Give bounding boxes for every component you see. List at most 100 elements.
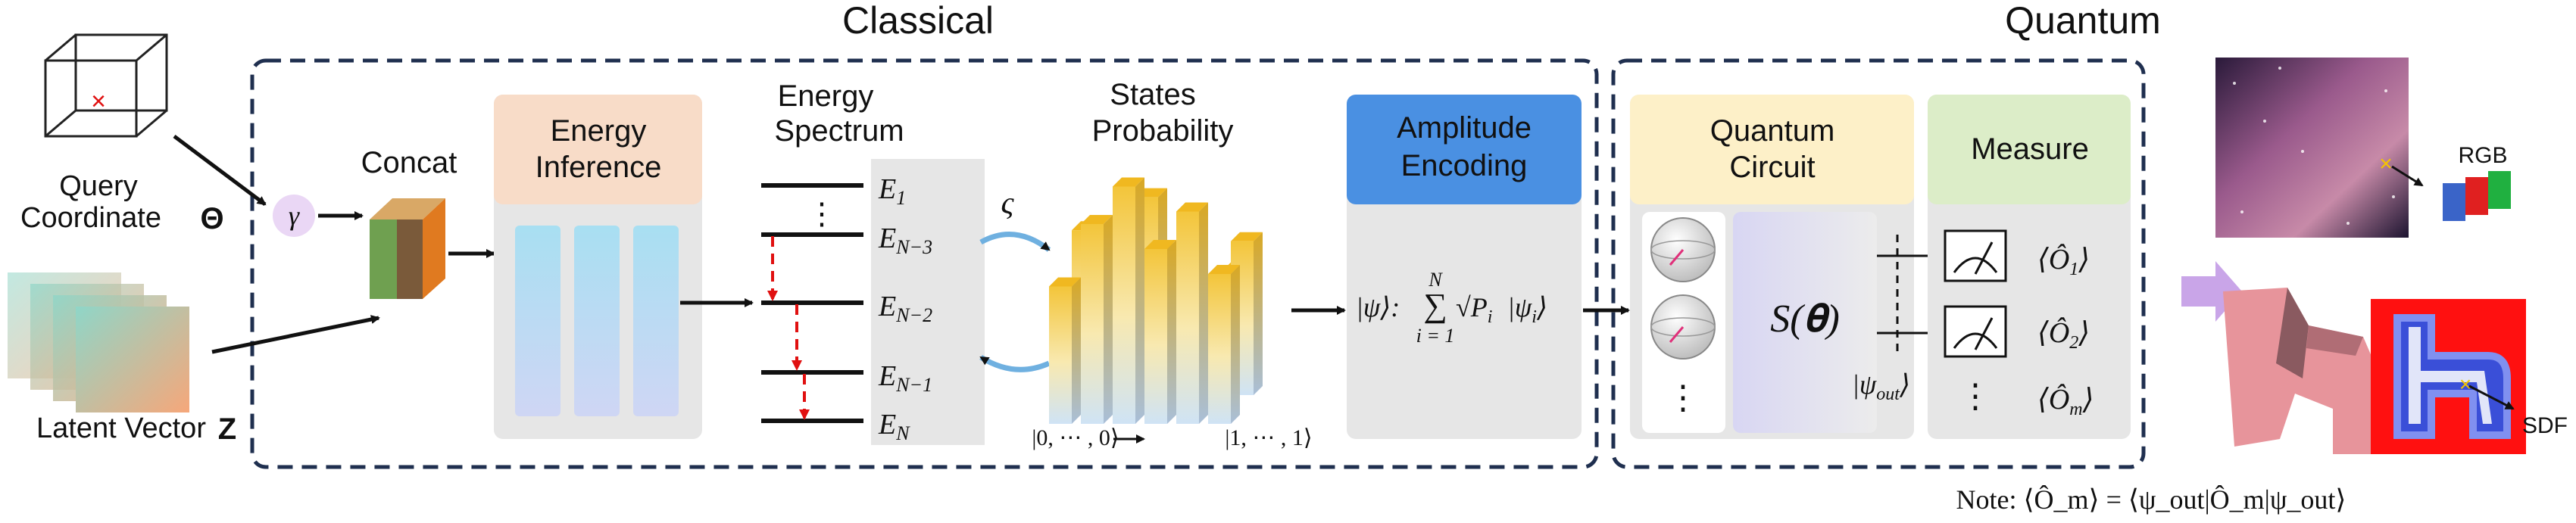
- latent-vector-icon: [8, 272, 189, 412]
- measure-vdots: ⋮: [1959, 378, 1992, 415]
- probability-bar: [1144, 249, 1167, 424]
- svg-text:|ψ⟩:: |ψ⟩:: [1356, 292, 1400, 322]
- probability-bar: [1049, 286, 1072, 424]
- s-theta-label: S(𝛉): [1770, 297, 1840, 341]
- bloch-sphere-icon: [1650, 294, 1716, 360]
- query-symbol: Θ: [200, 202, 223, 235]
- energy-dots: ⋮: [807, 197, 837, 231]
- curved-arrow-to-spectrum: [979, 355, 1051, 372]
- probability-bar-side: [1072, 277, 1081, 424]
- gamma-symbol: γ: [289, 201, 300, 231]
- probability-bar-top: [1208, 265, 1240, 274]
- query-label-line1: Query: [59, 170, 137, 202]
- query-cube-icon: [44, 33, 168, 138]
- probability-bar-top: [1081, 215, 1113, 224]
- quantum-title: Quantum: [2005, 0, 2161, 42]
- sdf-label: SDF: [2522, 413, 2568, 438]
- query-point-marker: ×: [91, 87, 106, 116]
- varsigma-symbol: ς: [1001, 186, 1014, 221]
- gamma-bubble: [273, 195, 315, 237]
- bloch-sphere-icon: [1650, 217, 1716, 282]
- svg-text:EN: EN: [878, 409, 910, 444]
- probability-bar: [1176, 211, 1199, 424]
- arrow-sdf-to-label: [2468, 384, 2515, 410]
- arrow-nebula-to-rgb: [2391, 165, 2424, 187]
- concat-label: Concat: [361, 146, 457, 179]
- states-probability-title-line1: States: [1110, 78, 1195, 111]
- svg-text:N: N: [1428, 269, 1443, 291]
- svg-text:EN−3: EN−3: [878, 223, 932, 258]
- probability-bar-top: [1049, 277, 1081, 287]
- s-theta-block: [1733, 212, 1877, 433]
- amplitude-encoding-formula: |ψ⟩: N ∑ i = 1 √Pi |ψi⟩: [1356, 269, 1547, 347]
- svg-text:E1: E1: [878, 173, 906, 209]
- measure-title: Measure: [1971, 132, 2089, 166]
- energy-spectrum-label-panel: [871, 159, 985, 445]
- nebula-render-image: [2215, 58, 2409, 238]
- nebula-query-marker: ×: [2379, 151, 2393, 176]
- arrow-latent-to-concat: [211, 315, 380, 354]
- energy-level-labels: E1 EN−3 EN−2 EN−1 EN: [878, 173, 932, 444]
- svg-text:⟨Ô2⟩: ⟨Ô2⟩: [2037, 317, 2090, 353]
- probability-bar: [1113, 186, 1135, 424]
- latent-label: Latent Vector: [36, 412, 206, 444]
- observables: ⟨Ô1⟩ ⟨Ô2⟩ ⟨Ôm⟩: [2037, 244, 2094, 419]
- states-probability-bars: [1049, 177, 1263, 424]
- chair-shape-icon: [2223, 288, 2384, 454]
- rgb-cube-icon: [2443, 171, 2511, 221]
- curved-arrow-to-states: [979, 232, 1051, 252]
- qubit-vdots: ⋮: [1666, 379, 1700, 416]
- energy-inference-title-line1: Energy: [551, 114, 647, 148]
- classical-title: Classical: [842, 0, 994, 42]
- probability-bar-side: [1135, 177, 1144, 424]
- quantum-circuit-title-line1: Quantum: [1710, 114, 1835, 148]
- meter-icon: [1944, 229, 2007, 282]
- probability-bar: [1208, 274, 1231, 424]
- energy-level-lines: [761, 183, 863, 423]
- latent-symbol: Z: [218, 412, 236, 446]
- probability-bar-side: [1199, 202, 1208, 424]
- svg-text:EN−2: EN−2: [878, 291, 932, 326]
- energy-spectrum-title-line1: Energy: [778, 79, 874, 113]
- svg-text:⟨Ô1⟩: ⟨Ô1⟩: [2037, 244, 2090, 279]
- quantum-circuit-header: [1630, 95, 1914, 204]
- svg-text:∑: ∑: [1423, 287, 1447, 324]
- quantum-circuit-title-line2: Circuit: [1729, 151, 1815, 184]
- probability-bar-top: [1144, 240, 1176, 249]
- classical-section-border: [250, 58, 1599, 469]
- sdf-query-marker: ×: [2459, 372, 2471, 396]
- note-text: Note: ⟨Ô_m⟩ = ⟨ψ_out|Ô_m|ψ_out⟩: [1956, 484, 2347, 515]
- amplitude-encoding-title-line2: Encoding: [1401, 149, 1528, 182]
- psi-out-label: |ψout⟩: [1852, 369, 1910, 404]
- quantum-section-border: [1611, 58, 2146, 469]
- nebula-stars: [2233, 67, 2395, 225]
- sdf-core: [2409, 327, 2492, 424]
- probability-bar-side: [1254, 232, 1263, 395]
- concat-cube-icon: [370, 198, 445, 299]
- rgb-label: RGB: [2458, 143, 2507, 168]
- states-probability-title-line2: Probability: [1092, 114, 1234, 148]
- probability-bar-top: [1176, 202, 1208, 212]
- energy-transition-arrows: [767, 236, 810, 420]
- svg-text:⟨Ôm⟩: ⟨Ôm⟩: [2037, 384, 2094, 419]
- probability-bar-side: [1231, 265, 1240, 424]
- energy-inference-title-line2: Inference: [535, 151, 662, 184]
- svg-text:√Pi: √Pi: [1456, 292, 1492, 327]
- arrow-query-to-gamma: [173, 135, 267, 206]
- measure-header: [1928, 95, 2131, 204]
- amplitude-encoding-header: [1347, 95, 1582, 204]
- probability-bar-top: [1113, 177, 1144, 187]
- probability-bar-top: [1231, 232, 1263, 241]
- svg-text:EN−1: EN−1: [878, 360, 932, 396]
- basis-right-label: |1, ⋯ , 1⟩: [1225, 425, 1312, 450]
- energy-inference-header: [494, 95, 702, 204]
- energy-inference-layers: [515, 226, 679, 416]
- svg-text:i = 1: i = 1: [1416, 325, 1455, 347]
- meter-icon: [1944, 305, 2007, 358]
- basis-left-label: |0, ⋯ , 0⟩: [1032, 425, 1119, 450]
- probability-bar-side: [1104, 215, 1113, 424]
- svg-text:|ψi⟩: |ψi⟩: [1507, 292, 1547, 327]
- amplitude-encoding-title-line1: Amplitude: [1397, 111, 1532, 145]
- query-label-line2: Coordinate: [20, 202, 161, 234]
